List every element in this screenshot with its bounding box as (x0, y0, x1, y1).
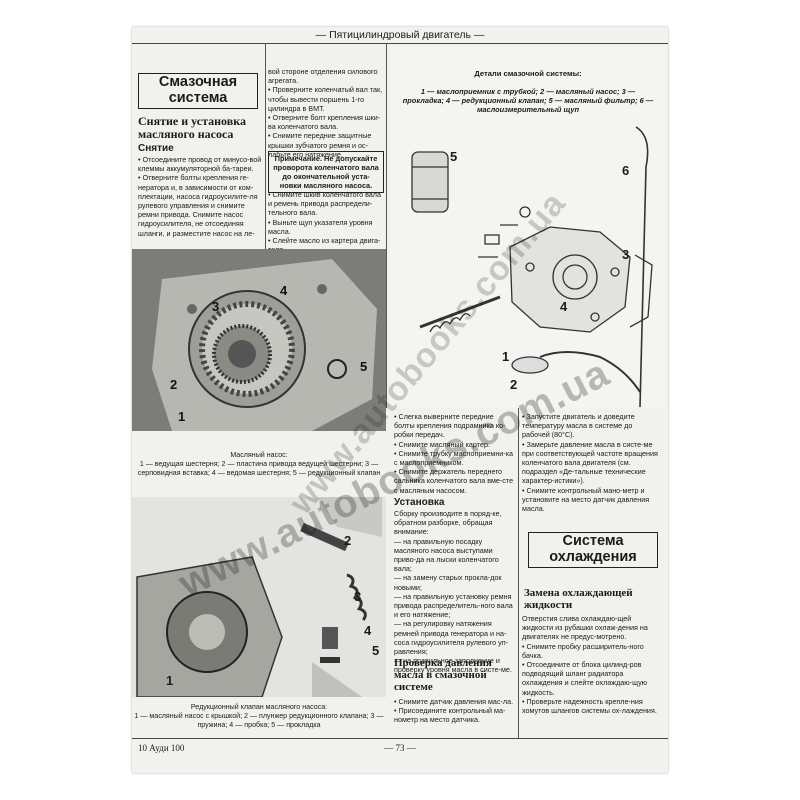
manual-page: — Пятицилиндровый двигатель — Смазочная … (132, 27, 668, 773)
list-item: • Слегка выверните передние болты крепле… (394, 412, 506, 440)
footer-rule (132, 738, 668, 739)
list-item: — на регулировку натяжения ремней привод… (394, 619, 509, 657)
list-item: • Снимите датчик давления мас-ла. (394, 697, 514, 706)
photo1-caption-title: Масляный насос: (230, 451, 288, 459)
header-rule (132, 43, 668, 44)
callout-4: 4 (560, 299, 568, 314)
running-header: — Пятицилиндровый двигатель — (315, 29, 485, 41)
pump-removal-steps: вой стороне отделения силового агрегата.… (268, 67, 383, 159)
list-item: • Отсоедините от блока цилинд-ров подвод… (522, 660, 648, 697)
oil-pressure-check-steps: • Снимите датчик давления мас-ла. • Прис… (394, 697, 514, 725)
lubrication-parts-diagram: Детали смазочной системы: 1 — маслоприем… (390, 47, 666, 408)
diagram-caption: 1 — маслоприемник с трубкой; 2 — масляны… (402, 87, 654, 114)
note-box: Примечание. Не допускайте проворота коле… (268, 151, 384, 193)
callout-3: 3 (622, 247, 630, 262)
oil-pressure-check-title: Проверка давления масла в смазочной сист… (394, 657, 492, 693)
column-divider (386, 43, 387, 408)
list-item: • Замерьте давление масла в систе-ме при… (522, 439, 658, 486)
list-item: • Отсоедините провод от минусо-вой клемм… (138, 155, 262, 174)
column-divider (518, 408, 519, 738)
photo1-callout-3: 3 (212, 299, 220, 314)
oil-pressure-steps-col4: • Запустите двигатель и доведите темпера… (522, 412, 662, 513)
list-item: • Снимите держатель переднего сальника к… (394, 467, 514, 495)
photo1-callout-4: 4 (280, 283, 288, 298)
list-item: • Снимите трубку маслоприемни-ка с масло… (394, 448, 513, 468)
list-item: — на правильную посадку масляного насоса… (394, 536, 499, 574)
install-heading: Установка (394, 497, 445, 508)
coolant-steps: Отверстия слива охлаждаю-щей жидкости из… (522, 614, 662, 715)
list-item: • Снимите контрольный мано-метр и устано… (522, 485, 650, 514)
photo2-callout-3: 3 (354, 589, 362, 604)
paragraph: Сборку производите в поряд-ке, обратном … (394, 509, 502, 537)
list-item: • Снимите пробку расширитель-ного бачка. (522, 641, 644, 660)
list-item: • Снимите шкив коленчатого вала и ремень… (268, 190, 381, 218)
section-title-cooling: Система охлаждения (528, 532, 658, 568)
subsection-title-oil-pump: Снятие и установка масляного насоса (138, 114, 246, 141)
removal-text: • Отсоедините провод от минусо-вой клемм… (138, 155, 262, 238)
photo1-callout-2: 2 (170, 377, 178, 392)
photo2-caption: Редукционный клапан масляного насоса: 1 … (132, 703, 386, 729)
list-item: • Присоедините контрольный ма-нометр на … (394, 706, 506, 725)
list-item: • Отверните болты крепления ге-нератора … (138, 173, 258, 238)
list-item: — на замену старых прокла-док новыми; (394, 573, 502, 592)
pump-removal-steps-col3: • Слегка выверните передние болты крепле… (394, 412, 514, 495)
list-item: • Снимите передние защитные крышки зубча… (268, 131, 372, 159)
pump-removal-steps-continued: • Снимите шкив коленчатого вала и ремень… (268, 190, 383, 254)
list-item: — на правильную установку ремня привода … (394, 591, 513, 620)
list-item: • Отверните болт крепления шки-ва коленч… (268, 113, 381, 132)
install-text: Сборку производите в поряд-ке, обратном … (394, 509, 514, 675)
subsection-title-coolant: Замена охлаждающей жидкости (524, 587, 633, 611)
relief-valve-image (132, 497, 386, 697)
diagram-title: Детали смазочной системы: (474, 69, 582, 78)
callout-2: 2 (510, 377, 518, 392)
list-item: • Запустите двигатель и доведите темпера… (522, 412, 635, 440)
photo2-callout-2: 2 (344, 533, 352, 548)
removal-heading: Снятие (138, 143, 174, 154)
exploded-view-drawing (411, 126, 653, 407)
oil-pump-image (132, 249, 386, 431)
photo1-caption-text: 1 — ведущая шестерня; 2 — пластина приво… (137, 459, 381, 477)
callout-5: 5 (450, 149, 458, 164)
oil-pump-photo: 4 3 2 1 5 (132, 249, 386, 431)
photo1-callout-5: 5 (360, 359, 368, 374)
section-title-lubrication: Смазочная система (138, 73, 258, 109)
column-divider (265, 43, 266, 249)
list-item: • Снимите масляный картер. (394, 439, 490, 449)
photo2-callout-4: 4 (364, 623, 372, 638)
list-item: • Проверните коленчатый вал так, чтобы в… (268, 85, 383, 113)
callout-1: 1 (502, 349, 510, 364)
photo1-caption: Масляный насос: 1 — ведущая шестерня; 2 … (132, 451, 386, 477)
list-item: • Проверьте надежность крепле-ния хомуто… (522, 696, 657, 716)
relief-valve-photo: 2 3 4 5 1 (132, 497, 386, 697)
photo2-callout-1: 1 (166, 673, 174, 688)
footer-book-label: 10 Ауди 100 (138, 743, 185, 753)
list-item: вой стороне отделения силового агрегата. (268, 67, 378, 86)
photo1-callout-1: 1 (178, 409, 186, 424)
paragraph: Отверстия слива охлаждаю-щей жидкости из… (522, 614, 648, 642)
photo2-caption-title: Редукционный клапан масляного насоса: (190, 703, 328, 711)
list-item: — на правильное заполнение и проверку ур… (394, 656, 512, 675)
list-item: • Выньте щуп указателя уровня масла. (268, 217, 373, 236)
callout-6: 6 (622, 163, 630, 178)
page-number: — 73 — (384, 743, 416, 753)
photo2-caption-text: 1 — масляный насос с крышкой; 2 — плунже… (134, 711, 384, 729)
photo2-callout-5: 5 (372, 643, 380, 658)
